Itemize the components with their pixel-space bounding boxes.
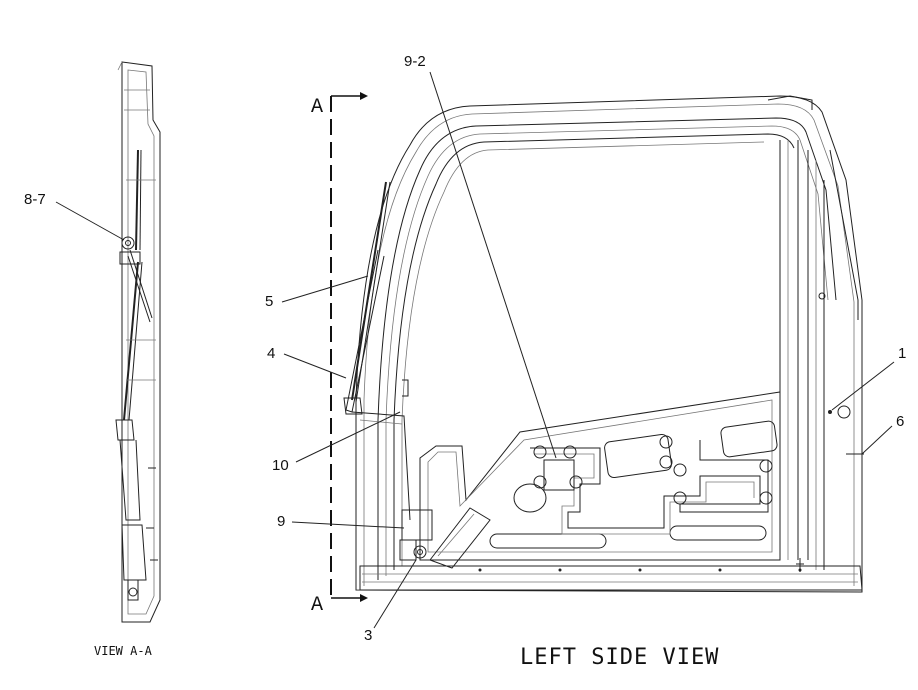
section-marker-top: A: [311, 96, 323, 119]
left-side-view-title: LEFT SIDE VIEW: [520, 645, 719, 670]
callout-6-label: 6: [896, 413, 904, 430]
callout-10-label: 10: [272, 457, 289, 474]
leader-9: [291, 521, 405, 529]
section-marker-bottom: A: [311, 594, 323, 617]
callout-1: 1: [831, 345, 906, 411]
leader-3: [373, 559, 417, 629]
callout-3-label: 3: [364, 627, 372, 644]
left-side-view: [343, 95, 863, 593]
callout-3: 3: [364, 559, 417, 644]
leader-1: [831, 361, 895, 411]
callout-6: 6: [846, 413, 904, 455]
leader-9-2: [429, 71, 557, 459]
leader-6: [861, 425, 893, 455]
callout-9-2-label: 9-2: [404, 53, 426, 70]
view-a-a-title: VIEW A-A: [94, 644, 153, 658]
leader-8-7: [55, 201, 125, 241]
leader-5: [281, 275, 369, 303]
callout-8-7-label: 8-7: [24, 191, 46, 208]
callout-5: 5: [265, 275, 369, 310]
callout-8-7: 8-7: [24, 191, 125, 241]
callout-9: 9: [277, 513, 405, 530]
section-cut-line: A A: [311, 92, 368, 617]
callout-9-label: 9: [277, 513, 285, 530]
leader-4: [283, 353, 347, 379]
callout-10: 10: [272, 411, 401, 474]
callout-4-label: 4: [267, 345, 275, 362]
leader-10: [295, 411, 401, 463]
callout-5-label: 5: [265, 293, 273, 310]
callout-1-label: 1: [898, 345, 906, 362]
callout-9-2: 9-2: [404, 53, 557, 459]
callout-4: 4: [267, 345, 347, 379]
section-view-a-a: [115, 61, 161, 623]
